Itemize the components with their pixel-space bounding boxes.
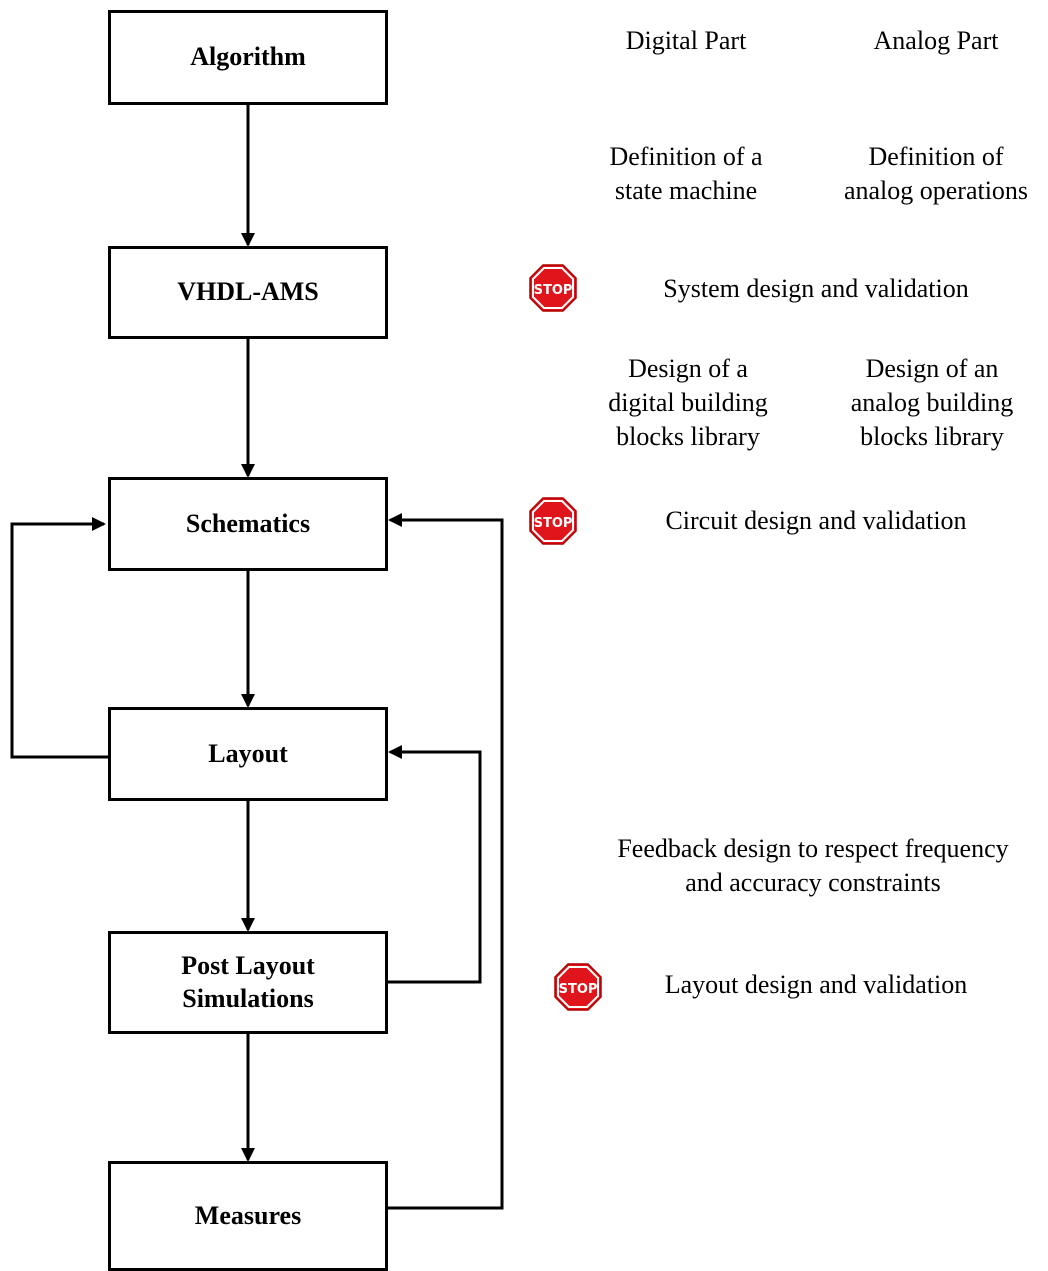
- post-layout-label-line1: Post Layout: [181, 951, 315, 980]
- schematics-box: Schematics: [108, 477, 388, 571]
- feedback-layout-to-schematics: [10, 517, 108, 759]
- post-layout-simulations-box: Post Layout Simulations: [108, 931, 388, 1034]
- stop-sign-icon: STOP: [529, 264, 577, 312]
- post-layout-label-line2: Simulations: [182, 983, 314, 1013]
- algorithm-label: Algorithm: [190, 42, 306, 72]
- measures-label: Measures: [194, 1200, 302, 1230]
- vhdl-ams-label: VHDL-AMS: [177, 277, 319, 307]
- analog-part-header: Analog Part: [873, 26, 999, 55]
- digital-library: Design of a digital building blocks libr…: [608, 354, 768, 451]
- circuit-design-milestone: Circuit design and validation: [665, 506, 967, 535]
- feedback-design-note: Feedback design to respect frequency and…: [617, 834, 1009, 897]
- layout-box: Layout: [108, 707, 388, 801]
- system-design-milestone: System design and validation: [663, 274, 969, 303]
- svg-text:STOP: STOP: [559, 982, 598, 997]
- algorithm-box: Algorithm: [108, 10, 388, 105]
- stop-sign-icon: STOP: [529, 497, 577, 545]
- svg-text:STOP: STOP: [534, 283, 573, 298]
- layout-label: Layout: [208, 738, 288, 768]
- stop-sign-icon: STOP: [554, 963, 602, 1011]
- analog-library: Design of an analog building blocks libr…: [850, 354, 1014, 451]
- layout-design-milestone: Layout design and validation: [664, 970, 968, 999]
- feedback-postlayout-to-layout: [387, 745, 482, 984]
- analog-definition: Definition of analog operations: [843, 142, 1029, 205]
- measures-box: Measures: [108, 1161, 388, 1271]
- schematics-label: Schematics: [185, 508, 311, 538]
- digital-part-header: Digital Part: [625, 26, 747, 55]
- svg-text:STOP: STOP: [534, 516, 573, 531]
- vhdl-ams-box: VHDL-AMS: [108, 246, 388, 339]
- digital-definition: Definition of a state machine: [609, 142, 763, 205]
- feedback-measures-to-schematics: [387, 513, 504, 1210]
